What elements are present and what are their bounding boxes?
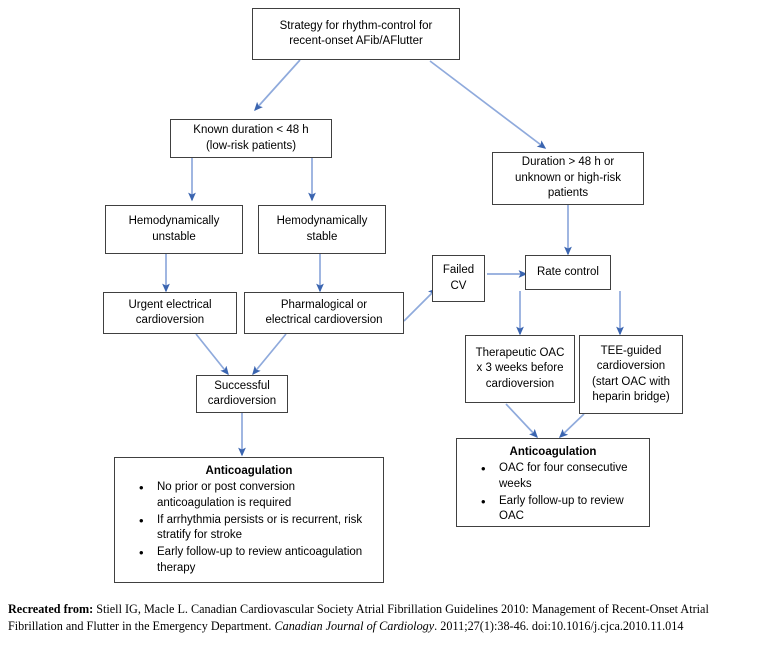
list-item: No prior or post conversion anticoagulat… [139, 479, 375, 511]
citation-journal: Canadian Journal of Cardiology [274, 619, 435, 634]
anticoagulation-left-title: Anticoagulation [205, 465, 293, 477]
node-root-label: Strategy for rhythm-control for recent-o… [279, 19, 433, 47]
node-long-duration-label: Duration > 48 h or unknown or high-risk … [514, 156, 622, 200]
list-item: Early follow-up to review OAC [481, 493, 641, 525]
edge-tee-to-anticoag-right [558, 413, 585, 438]
edge-urgent-to-successful [195, 333, 229, 376]
node-tee-guided-cardioversion-label: TEE-guided cardioversion (start OAC with… [592, 344, 670, 403]
node-therapeutic-oac[interactable]: Therapeutic OAC x 3 weeks before cardiov… [465, 335, 575, 403]
anticoagulation-right-bullets: OAC for four consecutive weeks Early fol… [465, 460, 641, 525]
node-hemodynamically-stable-label: Hemodynamically stable [276, 215, 368, 243]
node-known-duration-label: Known duration < 48 h (low-risk patients… [193, 124, 309, 152]
node-hemodynamically-unstable[interactable]: Hemodynamically unstable [105, 205, 243, 254]
edge-therapeutic-oac-to-anticoag-right [505, 403, 538, 439]
anticoagulation-right-title: Anticoagulation [509, 446, 597, 458]
edge-root-to-long-duration [429, 60, 547, 149]
node-successful-cardioversion-label: Successful cardioversion [207, 379, 277, 407]
node-therapeutic-oac-label: Therapeutic OAC x 3 weeks before cardiov… [475, 346, 565, 390]
node-failed-cv[interactable]: Failed CV [432, 255, 485, 302]
node-urgent-cardioversion[interactable]: Urgent electrical cardioversion [103, 292, 237, 334]
node-rate-control[interactable]: Rate control [525, 255, 611, 290]
node-pharmalogical-cardioversion-label: Pharmalogical or electrical cardioversio… [265, 298, 383, 326]
node-long-duration[interactable]: Duration > 48 h or unknown or high-risk … [492, 152, 644, 205]
node-rate-control-label: Rate control [536, 265, 599, 278]
edge-root-to-known-duration [254, 59, 301, 112]
node-successful-cardioversion[interactable]: Successful cardioversion [196, 375, 288, 413]
node-hemodynamically-stable[interactable]: Hemodynamically stable [258, 205, 386, 254]
node-anticoagulation-right[interactable]: Anticoagulation OAC for four consecutive… [456, 438, 650, 527]
source-citation: Recreated from: Stiell IG, Macle L. Cana… [8, 601, 762, 636]
list-item: If arrhythmia persists or is recurrent, … [139, 512, 375, 544]
node-failed-cv-label: Failed CV [442, 264, 475, 292]
node-pharmalogical-cardioversion[interactable]: Pharmalogical or electrical cardioversio… [244, 292, 404, 334]
list-item: OAC for four consecutive weeks [481, 460, 641, 492]
node-tee-guided-cardioversion[interactable]: TEE-guided cardioversion (start OAC with… [579, 335, 683, 414]
citation-part2: . 2011;27(1):38-46. doi:10.1016/j.cjca.2… [434, 619, 684, 634]
citation-part1: Stiell IG, Macle L. Canadian Cardiovascu… [8, 602, 709, 634]
node-root[interactable]: Strategy for rhythm-control for recent-o… [252, 8, 460, 60]
node-urgent-cardioversion-label: Urgent electrical cardioversion [128, 298, 212, 326]
citation-prefix: Recreated from: [8, 602, 94, 616]
anticoagulation-left-bullets: No prior or post conversion anticoagulat… [123, 479, 375, 576]
node-anticoagulation-left[interactable]: Anticoagulation No prior or post convers… [114, 457, 384, 583]
edge-pharm-to-successful [252, 333, 287, 376]
node-known-duration[interactable]: Known duration < 48 h (low-risk patients… [170, 119, 332, 158]
node-hemodynamically-unstable-label: Hemodynamically unstable [128, 215, 220, 243]
list-item: Early follow-up to review anticoagulatio… [139, 544, 375, 576]
